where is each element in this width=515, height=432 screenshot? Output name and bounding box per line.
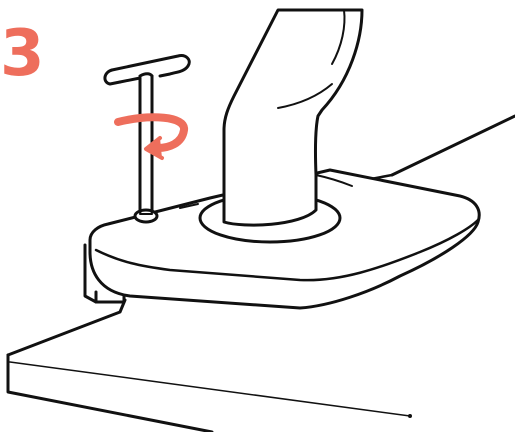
desk-edge-endpoint [408,414,412,418]
clamp-screw [135,210,157,222]
step-number: 3 [0,22,43,86]
t-handle-hex-key-icon [105,56,189,212]
